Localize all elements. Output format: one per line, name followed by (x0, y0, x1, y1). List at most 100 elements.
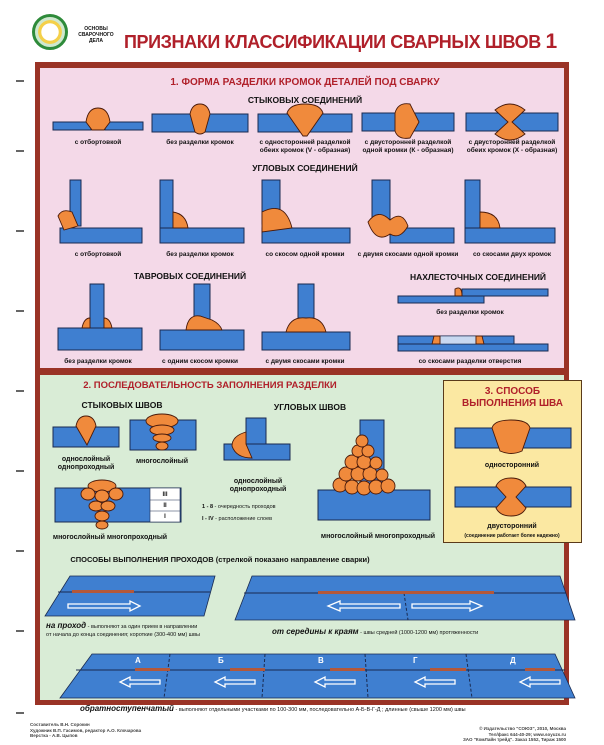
caption: без разделки кромок (436, 309, 504, 316)
layer-label: II (163, 503, 167, 509)
plate-center-out (234, 575, 576, 621)
binder-mark (16, 550, 24, 552)
binder-mark (16, 712, 24, 714)
caption: со скосами двух кромок (472, 251, 552, 258)
pass1-caption: на проход - выполняют за один прием в на… (46, 622, 200, 639)
seq-corner-multipass (317, 419, 431, 521)
caption: многослойный (135, 458, 189, 465)
binder-mark (16, 150, 24, 152)
binder-mark (16, 230, 24, 232)
caption: однослойный однопроходный (57, 456, 115, 471)
binder-mark (16, 470, 24, 472)
seq-butt-multilayer (129, 413, 197, 451)
caption: с односторонней разделкой обеих кромок (… (259, 139, 351, 154)
pass-desc: - выполняют отдельными участками по 100-… (175, 707, 466, 713)
caption: со скосом одной кромки (265, 251, 345, 258)
pass2-caption: от середины к краям - швы средней (1000-… (272, 627, 478, 636)
one-sided-weld (454, 419, 572, 454)
section1-title: 1. ФОРМА РАЗДЕЛКИ КРОМОК ДЕТАЛЕЙ ПОД СВА… (170, 77, 440, 88)
corner-bevel-both (464, 179, 556, 244)
plate-single-pass (44, 575, 216, 617)
binder-mark (16, 80, 24, 82)
pass-name: от середины к краям (272, 627, 359, 636)
corner-joints-title: УГЛОВЫХ СОЕДИНЕНИЙ (252, 163, 358, 173)
lap-no-bevel (397, 287, 549, 304)
layer-label: III (162, 492, 168, 498)
plate-backstep (59, 653, 576, 699)
caption: без разделки кромок (166, 251, 234, 258)
layer-label: I (164, 514, 166, 520)
binder-mark (16, 310, 24, 312)
corner-no-bevel (159, 179, 245, 244)
butt-seams-title: СТЫКОВЫХ ШВОВ (81, 400, 163, 410)
butt-x (465, 103, 559, 141)
corner-two-bevel (367, 179, 455, 244)
caption: с двумя скосами кромки (265, 358, 345, 365)
lap-joints-title: НАХЛЕСТОЧНЫХ СОЕДИНЕНИЙ (409, 272, 547, 282)
segment-label: Г (413, 656, 418, 665)
logo (32, 14, 68, 50)
seq-butt-multipass (54, 479, 182, 530)
publisher-line: Тел/факс 644-40-29; www.soyuzs.ru (488, 731, 566, 737)
caption: со скосами разделки отверстия (418, 358, 522, 365)
pass-name: на проход (46, 621, 87, 630)
butt-no-bevel (151, 103, 249, 135)
caption: (соединение работает более надежно) (464, 533, 560, 539)
butt-joints-title: СТЫКОВЫХ СОЕДИНЕНИЙ (247, 95, 363, 105)
pass-desc: - швы средней (1000-1200 мм) протяженнос… (360, 630, 479, 636)
credit-line: Составитель В.Н. Сорокин (30, 722, 90, 727)
segment-label: Д (510, 656, 516, 665)
pass3-caption: обратноступенчатый - выполняют отдельным… (80, 704, 466, 713)
legend-key: I - IV (202, 516, 214, 522)
segment-label: В (318, 656, 324, 665)
two-sided-weld (454, 477, 572, 517)
segment-label: Б (218, 656, 224, 665)
publisher-line: © Издательство "СОЮЗ", 2010, Москва (479, 726, 566, 731)
caption: с отбортовкой (74, 139, 122, 146)
title-text: ПРИЗНАКИ КЛАССИФИКАЦИИ СВАРНЫХ ШВОВ (124, 32, 541, 52)
butt-v (257, 103, 353, 137)
caption: без разделки кромок (64, 358, 132, 365)
tee-joints-title: ТАВРОВЫХ СОЕДИНЕНИЙ (133, 271, 247, 281)
corner-one-bevel (261, 179, 351, 244)
credit-line: Верстка - А.В. Цыпов (30, 733, 78, 738)
lap-slot (397, 335, 549, 352)
publisher-line: ЗАО "КомЛайн трейд". Заказ 1552, Тираж 1… (462, 737, 566, 742)
caption: однослойный однопроходный (229, 478, 287, 493)
caption: с одним скосом кромки (162, 358, 238, 365)
caption: односторонний (484, 462, 540, 469)
legend-text: расположение слоев (218, 516, 273, 522)
tee-one-bevel (159, 283, 245, 351)
seq-butt-single (52, 415, 120, 448)
segment-label: А (135, 656, 141, 665)
section2-title: 2. ПОСЛЕДОВАТЕЛЬНОСТЬ ЗАПОЛНЕНИЯ РАЗДЕЛК… (83, 380, 337, 391)
corner-flanged (57, 179, 143, 244)
credit-line: Художник В.П. Гасимов, редактор А.О. Кло… (30, 727, 142, 733)
caption: с двусторонней разделкой обеих кромок (Х… (466, 139, 558, 154)
legend-text: очередность проходов (217, 504, 276, 510)
passes-title: СПОСОБЫ ВЫПОЛНЕНИЯ ПРОХОДОВ (стрелкой по… (70, 555, 370, 564)
butt-flanged (52, 107, 144, 131)
caption: многослойный многопроходный (52, 534, 168, 541)
legend: 1 - 8 - очередность проходов I - IV - ра… (202, 504, 276, 522)
page-title: ПРИЗНАКИ КЛАССИФИКАЦИИ СВАРНЫХ ШВОВ 1 (124, 30, 557, 54)
caption: без разделки кромок (166, 139, 234, 146)
series-label: ОСНОВЫ СВАРОЧНОГО ДЕЛА (78, 26, 114, 44)
butt-k (361, 103, 455, 139)
binder-mark (16, 390, 24, 392)
pass-desc: - выполняют за один прием в направлении … (46, 624, 200, 638)
tee-two-bevel (261, 283, 351, 351)
caption: двусторонний (487, 523, 537, 530)
caption: с двусторонней разделкой одной кромки (К… (362, 139, 454, 154)
tee-no-bevel (57, 283, 143, 351)
seq-corner-single (223, 417, 291, 461)
caption: многослойный многопроходный (320, 533, 436, 540)
binder-mark (16, 630, 24, 632)
caption: с отбортовкой (74, 251, 122, 258)
legend-key: 1 - 8 (202, 504, 214, 510)
caption: с двумя скосами одной кромки (357, 251, 459, 258)
corner-seams-title: УГЛОВЫХ ШВОВ (273, 402, 347, 412)
